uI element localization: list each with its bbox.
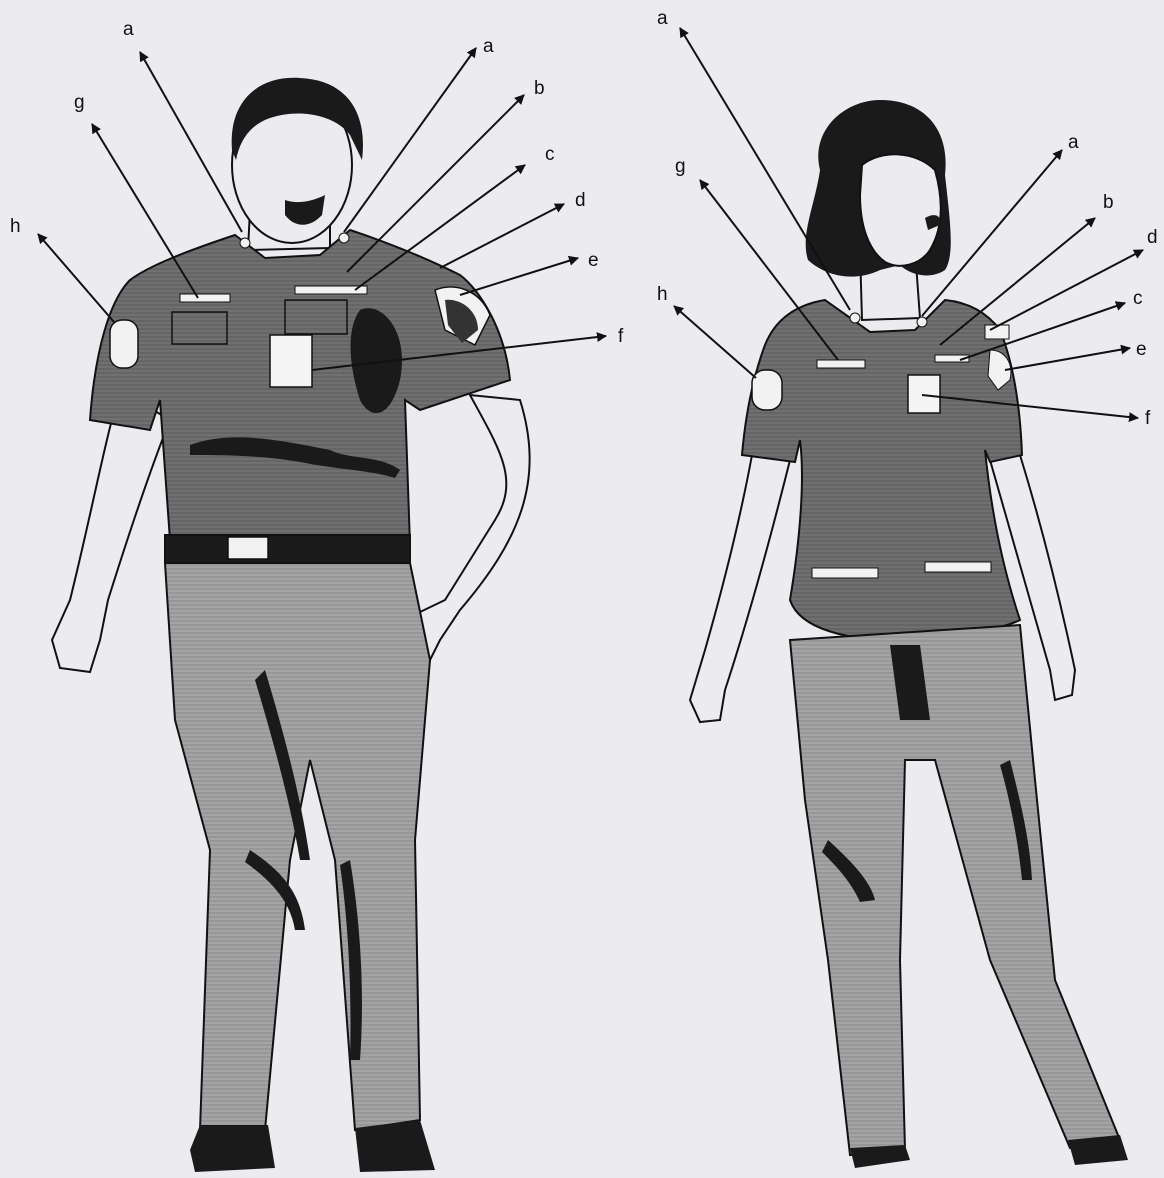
- callout-label: h: [10, 216, 21, 237]
- female-shoe-left: [850, 1145, 910, 1168]
- female-id-card: [908, 375, 940, 413]
- callout-label: e: [1136, 339, 1147, 360]
- male-id-card: [270, 335, 312, 387]
- callout-label: f: [1145, 408, 1151, 429]
- callout-arrow: [990, 250, 1143, 330]
- female-collar-pin-2: [917, 317, 927, 327]
- male-trousers: [165, 563, 430, 1130]
- male-shoe-right: [355, 1120, 435, 1172]
- callout-label: a: [657, 8, 668, 29]
- callout-arrow: [347, 95, 524, 272]
- female-right-arm: [690, 455, 790, 722]
- male-right-arm: [52, 390, 170, 672]
- callout-label: g: [74, 92, 85, 113]
- female-figure: [690, 100, 1128, 1168]
- callout-arrow: [344, 48, 476, 232]
- male-collar-pin-2: [339, 233, 349, 243]
- female-pocket-left: [812, 568, 878, 578]
- callout-label: c: [1133, 288, 1143, 309]
- female-collar-pin: [850, 313, 860, 323]
- callout-label: f: [618, 326, 624, 347]
- callout-label: d: [575, 190, 586, 211]
- female-face: [860, 154, 941, 265]
- callout-label: d: [1147, 227, 1158, 248]
- male-name-bar: [180, 294, 230, 302]
- callout-label: h: [657, 284, 668, 305]
- callout-arrow: [1005, 348, 1130, 370]
- callout-label: b: [534, 78, 545, 99]
- callout-arrow: [674, 306, 756, 378]
- callout-label: e: [588, 250, 599, 271]
- female-pocket-right: [925, 562, 991, 572]
- callout-label: a: [1068, 132, 1079, 153]
- callout-label: a: [123, 19, 134, 40]
- male-collar-pin: [240, 238, 250, 248]
- male-belt-buckle: [228, 537, 268, 559]
- callout-arrow: [940, 218, 1095, 345]
- callout-arrow: [460, 258, 578, 295]
- callout-label: c: [545, 144, 555, 165]
- female-sleeve-patch-right: [752, 370, 782, 410]
- callout-label: a: [483, 36, 494, 57]
- female-shoe-right: [1068, 1135, 1128, 1165]
- male-figure: [52, 78, 530, 1172]
- callout-label: b: [1103, 192, 1114, 213]
- male-shoe-left: [190, 1125, 275, 1172]
- male-sleeve-patch-right: [110, 320, 138, 368]
- male-belt: [165, 535, 410, 563]
- callout-label: g: [675, 156, 686, 177]
- female-trousers: [790, 625, 1120, 1155]
- callout-arrow: [140, 52, 242, 232]
- female-name-bar: [817, 360, 865, 368]
- callout-arrow: [38, 234, 114, 322]
